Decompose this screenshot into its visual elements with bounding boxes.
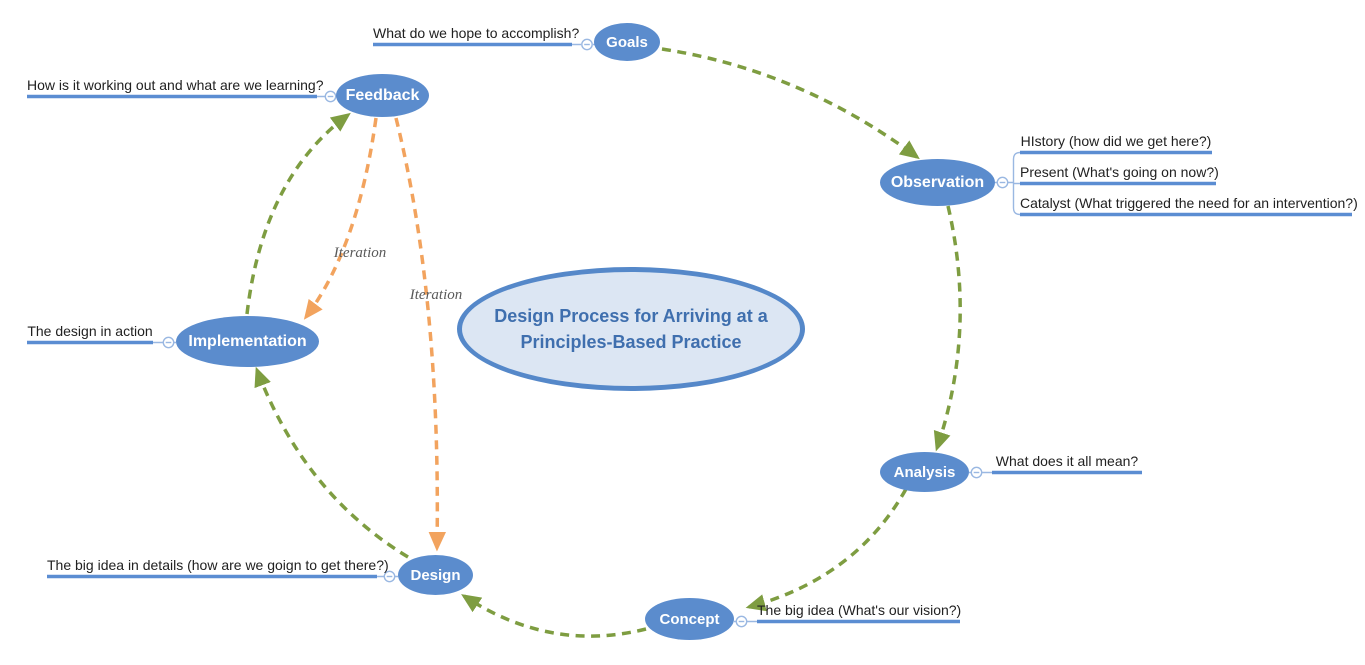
- note-observation-history[interactable]: HIstory (how did we get here?): [1020, 133, 1212, 149]
- iteration-label-design: Iteration: [409, 287, 463, 303]
- node-feedback-label: Feedback: [345, 86, 420, 104]
- edge-design-implementation: [254, 366, 409, 559]
- collapse-button-analysis[interactable]: [970, 466, 983, 479]
- node-design[interactable]: Design: [398, 555, 473, 595]
- edge-concept-design: [461, 594, 647, 638]
- collapse-button-feedback[interactable]: [324, 90, 337, 103]
- edge-goals-observation: [661, 47, 920, 160]
- collapse-button-design[interactable]: [383, 570, 396, 583]
- node-analysis[interactable]: Analysis: [880, 452, 969, 492]
- node-analysis-label: Analysis: [893, 463, 956, 481]
- edge-feedback-design: [394, 117, 447, 552]
- edge-feedback-implementation: [303, 117, 378, 320]
- edge-analysis-concept: [745, 488, 908, 612]
- note-goals[interactable]: What do we hope to accomplish?: [373, 25, 580, 41]
- collapse-button-observation[interactable]: [996, 176, 1009, 189]
- note-implementation[interactable]: The design in action: [27, 323, 153, 339]
- node-implementation[interactable]: Implementation: [176, 316, 319, 367]
- edge-observation-analysis: [933, 205, 962, 452]
- collapse-button-concept[interactable]: [735, 615, 748, 628]
- node-concept-label: Concept: [659, 610, 720, 628]
- note-observation-catalyst[interactable]: Catalyst (What triggered the need for an…: [1020, 195, 1358, 211]
- edge-implementation-feedback: [245, 112, 351, 315]
- note-analysis[interactable]: What does it all mean?: [995, 453, 1139, 469]
- note-design[interactable]: The big idea in details (how are we goig…: [47, 557, 389, 573]
- iteration-label-implementation: Iteration: [333, 245, 387, 261]
- node-implementation-label: Implementation: [188, 332, 307, 350]
- node-observation-label: Observation: [890, 173, 985, 191]
- note-concept[interactable]: The big idea (What's our vision?): [757, 602, 962, 618]
- node-goals-label: Goals: [606, 33, 648, 51]
- node-goals[interactable]: Goals: [594, 23, 660, 61]
- note-observation-present[interactable]: Present (What's going on now?): [1020, 164, 1219, 180]
- node-design-label: Design: [410, 566, 461, 584]
- node-observation[interactable]: Observation: [880, 159, 995, 206]
- note-feedback[interactable]: How is it working out and what are we le…: [27, 77, 324, 93]
- observation-children-bracket: [1012, 151, 1021, 216]
- node-feedback[interactable]: Feedback: [336, 74, 429, 117]
- central-topic-title: Design Process for Arriving at a Princip…: [494, 306, 768, 352]
- collapse-button-implementation[interactable]: [162, 336, 175, 349]
- collapse-button-goals[interactable]: [581, 38, 593, 51]
- node-concept[interactable]: Concept: [645, 598, 734, 640]
- central-topic[interactable]: Design Process for Arriving at a Princip…: [457, 267, 805, 391]
